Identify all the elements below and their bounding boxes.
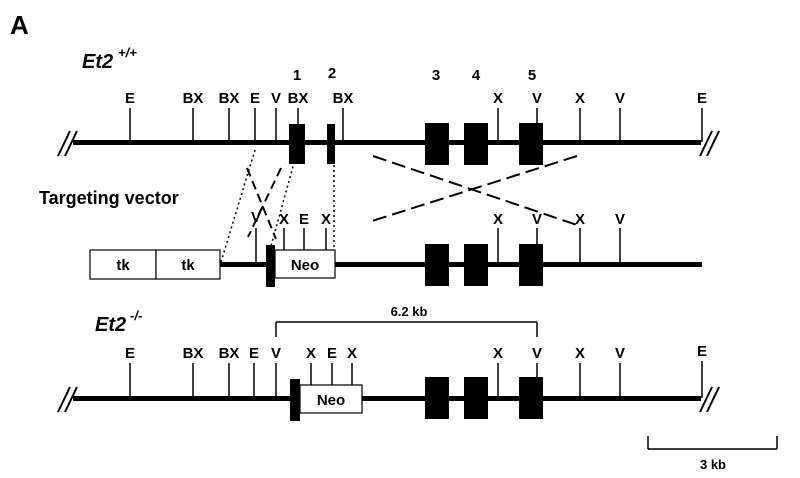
site-label: V — [532, 90, 542, 107]
site-label: X — [575, 345, 585, 362]
exon-number-2: 2 — [328, 65, 336, 82]
exon-2 — [327, 124, 335, 164]
exon-number-3: 3 — [432, 67, 440, 84]
knockout-neo-cassette — [299, 384, 363, 414]
targeting-vector: Targeting vector V X E X X V X V tk tk — [39, 188, 702, 287]
wildtype-chromosome-line — [73, 140, 701, 145]
wildtype-allele: Et2 +/+ 1 2 3 4 5 E BX BX E V BX BX X V … — [57, 45, 720, 165]
site-label: X — [279, 211, 289, 228]
knockout-chromosome-line — [73, 396, 701, 401]
site-label: E — [250, 90, 260, 107]
site-label: X — [493, 211, 503, 228]
site-label: X — [306, 345, 316, 362]
site-label: V — [532, 345, 542, 362]
knockout-exon-4 — [464, 377, 488, 419]
wildtype-genotype: +/+ — [118, 45, 137, 60]
neo-label: Neo — [317, 392, 345, 409]
site-label: E — [299, 211, 309, 228]
site-label: V — [271, 345, 281, 362]
recombination-lines — [220, 149, 581, 263]
targeting-vector-title: Targeting vector — [39, 188, 179, 208]
scale-bar: 3 kb — [647, 436, 778, 472]
knockout-allele: Et2 -/- 6.2 kb E BX BX E V X E X X V X V… — [57, 304, 720, 421]
vector-exon-5 — [519, 244, 543, 286]
exon-number-5: 5 — [528, 67, 536, 84]
tk-cassette-2 — [155, 249, 221, 280]
site-label: V — [532, 211, 542, 228]
vector-exon-3 — [425, 244, 449, 286]
knockout-exon-1-remnant — [290, 379, 300, 421]
vector-exon-1-remnant — [266, 245, 275, 287]
site-label: BX — [333, 90, 354, 107]
site-label: V — [271, 90, 281, 107]
vector-backbone-5prime — [220, 262, 269, 267]
fragment-size-label: 6.2 kb — [391, 304, 428, 319]
vector-backbone-3prime — [334, 262, 702, 267]
exon-number-4: 4 — [472, 67, 481, 84]
tk-label: tk — [181, 257, 195, 274]
wildtype-site-ticks — [129, 108, 703, 142]
site-label: X — [493, 345, 503, 362]
site-label: E — [697, 90, 707, 107]
exon-5 — [519, 123, 543, 165]
vector-exon-4 — [464, 244, 488, 286]
exon-3 — [425, 123, 449, 165]
knockout-gene-name: Et2 — [95, 314, 126, 336]
site-label: E — [125, 345, 135, 362]
knockout-genotype: -/- — [130, 308, 142, 323]
exon-1 — [289, 124, 305, 164]
site-label: BX — [183, 90, 204, 107]
knockout-exon-5 — [519, 377, 543, 419]
site-label: V — [615, 90, 625, 107]
site-label: V — [615, 345, 625, 362]
wildtype-gene-name: Et2 — [82, 51, 113, 73]
site-label: V — [615, 211, 625, 228]
site-label: BX — [183, 345, 204, 362]
site-label: E — [125, 90, 135, 107]
wildtype-break-marks — [57, 130, 720, 157]
site-label: X — [347, 345, 357, 362]
scale-bar-label: 3 kb — [700, 457, 726, 472]
tk-cassette-1 — [89, 249, 157, 280]
site-label: BX — [219, 90, 240, 107]
site-label: BX — [219, 345, 240, 362]
panel-label: A — [10, 10, 29, 40]
site-label: X — [575, 90, 585, 107]
site-label: X — [493, 90, 503, 107]
site-label: E — [697, 343, 707, 360]
site-label: E — [249, 345, 259, 362]
fragment-bracket — [275, 321, 538, 337]
knockout-exon-3 — [425, 377, 449, 419]
vector-neo-cassette — [274, 249, 336, 279]
site-label: V — [251, 209, 261, 226]
site-label: X — [575, 211, 585, 228]
site-label: BX — [288, 90, 309, 107]
neo-label: Neo — [291, 257, 319, 274]
knockout-break-marks — [57, 386, 720, 413]
knockout-site-ticks — [129, 361, 703, 398]
tk-label: tk — [116, 257, 130, 274]
site-label: E — [327, 345, 337, 362]
site-label: X — [321, 211, 331, 228]
exon-number-1: 1 — [293, 67, 301, 84]
exon-4 — [464, 123, 488, 165]
